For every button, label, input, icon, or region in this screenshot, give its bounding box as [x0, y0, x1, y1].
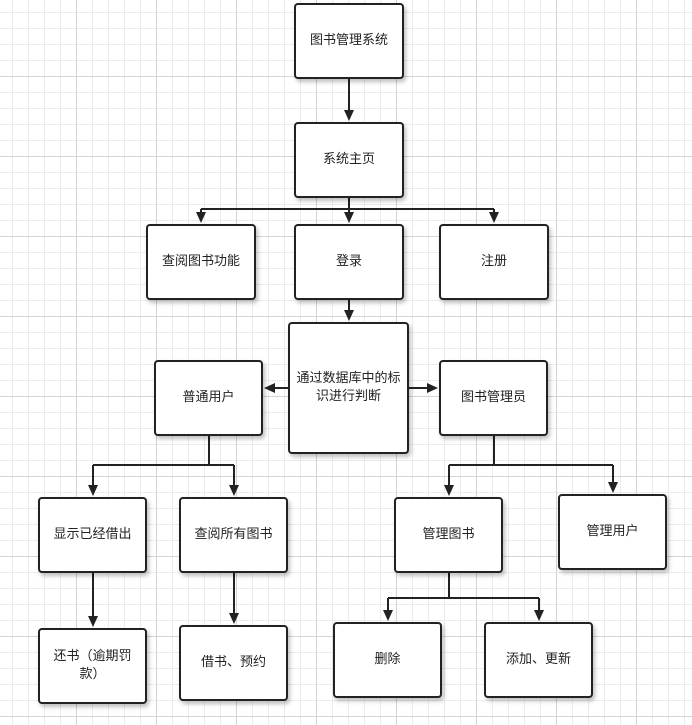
arrowhead	[489, 212, 499, 223]
node-delete: 删除	[333, 622, 442, 698]
node-return-book: 还书（逾期罚款）	[38, 628, 147, 704]
arrowhead	[444, 485, 454, 496]
arrowhead	[264, 383, 275, 393]
node-librarian: 图书管理员	[439, 360, 548, 436]
node-label: 显示已经借出	[53, 527, 132, 542]
node-library-system: 图书管理系统	[294, 3, 404, 79]
node-label: 删除	[374, 652, 401, 667]
node-show-borrowed: 显示已经借出	[38, 497, 147, 573]
arrowhead	[344, 310, 354, 321]
arrowhead	[344, 110, 354, 121]
node-login: 登录	[294, 224, 404, 300]
node-label: 管理用户	[586, 524, 639, 539]
node-label: 还书（逾期罚款）	[53, 649, 132, 682]
node-regular-user: 普通用户	[154, 360, 263, 436]
node-label: 注册	[480, 254, 507, 269]
node-search-books: 查阅图书功能	[146, 224, 256, 300]
node-manage-books: 管理图书	[394, 497, 503, 573]
node-label: 系统主页	[322, 152, 375, 167]
arrowhead	[427, 383, 438, 393]
arrowhead	[229, 613, 239, 624]
node-label: 借书、预约	[200, 655, 266, 670]
arrowhead	[88, 616, 98, 627]
node-label: 查阅图书功能	[161, 254, 240, 269]
arrowhead	[196, 212, 206, 223]
node-label: 图书管理员	[460, 390, 526, 405]
node-label: 登录	[335, 254, 362, 269]
arrowhead	[534, 610, 544, 621]
node-label: 添加、更新	[505, 652, 571, 667]
node-label: 普通用户	[182, 390, 235, 405]
arrowhead	[88, 485, 98, 496]
arrowhead	[229, 485, 239, 496]
node-add-update: 添加、更新	[484, 622, 593, 698]
arrowhead	[344, 212, 354, 223]
node-label: 通过数据库中的标识进行判断	[296, 371, 401, 404]
node-label: 图书管理系统	[309, 33, 388, 48]
node-db-judge: 通过数据库中的标识进行判断	[288, 322, 409, 454]
node-register: 注册	[439, 224, 549, 300]
arrowhead	[608, 482, 618, 493]
node-borrow-reserve: 借书、预约	[179, 625, 288, 701]
node-manage-users: 管理用户	[558, 494, 667, 570]
node-home: 系统主页	[294, 122, 404, 198]
node-label: 查阅所有图书	[194, 527, 273, 542]
node-label: 管理图书	[422, 527, 475, 542]
node-all-books: 查阅所有图书	[179, 497, 288, 573]
arrowhead	[383, 610, 393, 621]
